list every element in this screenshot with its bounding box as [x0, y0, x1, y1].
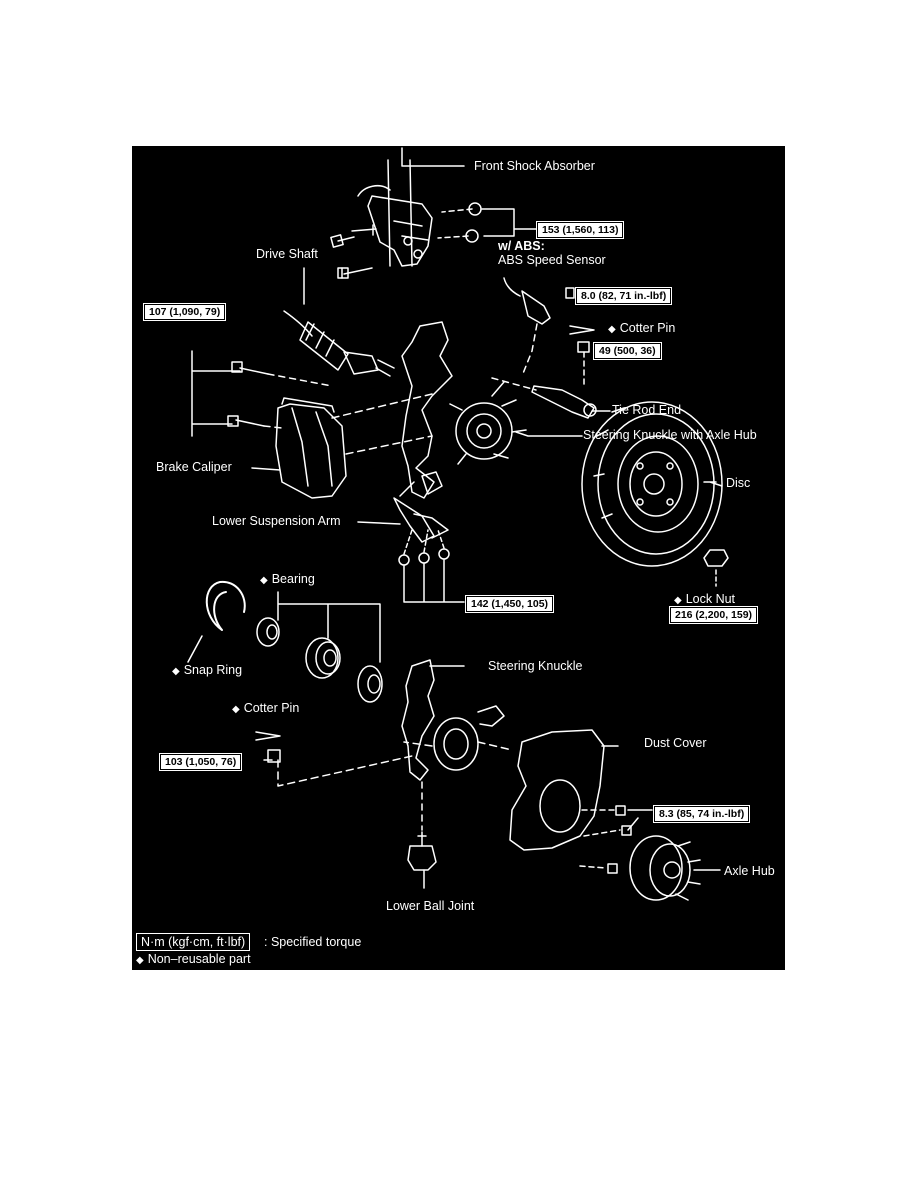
label-lock-nut: ◆Lock Nut	[674, 592, 736, 606]
torque-brake-caliper: 107 (1,090, 79)	[142, 303, 227, 321]
brake-caliper-drawing	[251, 397, 347, 499]
disc-drawing	[581, 401, 723, 567]
label-front-shock-absorber: Front Shock Absorber	[474, 159, 595, 173]
label-cotter-pin-bottom: ◆Cotter Pin	[232, 701, 300, 715]
label-bearing: ◆Bearing	[260, 572, 315, 586]
torque-abs-sensor: 8.0 (82, 71 in.-lbf)	[574, 287, 673, 305]
label-lower-ball-joint: Lower Ball Joint	[386, 899, 475, 913]
dust-cover-drawing	[509, 729, 619, 851]
label-disc: Disc	[726, 476, 751, 490]
label-steering-knuckle: Steering Knuckle	[488, 659, 583, 673]
label-abs-speed-sensor: ABS Speed Sensor	[498, 253, 606, 267]
legend-non-reusable: ◆Non–reusable part	[136, 952, 251, 966]
torque-tie-rod: 49 (500, 36)	[593, 342, 662, 360]
drive-shaft-drawing	[283, 267, 395, 377]
legend-torque-units: N·m (kgf·cm, ft·lbf)	[136, 933, 251, 951]
non-reusable-marker: ◆	[608, 324, 616, 335]
label-dust-cover: Dust Cover	[644, 736, 707, 750]
steering-knuckle-drawing	[401, 659, 505, 781]
label-drive-shaft: Drive Shaft	[256, 247, 318, 261]
torque-dust-cover: 8.3 (85, 74 in.-lbf)	[652, 805, 751, 823]
label-lower-suspension-arm: Lower Suspension Arm	[212, 514, 341, 528]
torque-lower-arm: 142 (1,450, 105)	[464, 595, 555, 613]
legend-torque-desc: : Specified torque	[264, 935, 362, 949]
label-snap-ring: ◆Snap Ring	[172, 663, 243, 677]
torque-shock-absorber: 153 (1,560, 113)	[535, 221, 625, 239]
shock-absorber-drawing	[357, 147, 465, 267]
label-tie-rod-end: Tie Rod End	[612, 403, 682, 417]
label-cotter-pin-top: ◆Cotter Pin	[608, 321, 676, 335]
label-brake-caliper: Brake Caliper	[156, 460, 232, 474]
label-steering-knuckle-axle-hub: Steering Knuckle with Axle Hub	[583, 428, 757, 442]
exploded-diagram: Front Shock Absorber 153 (1,560, 113) w/…	[132, 146, 785, 970]
label-axle-hub: Axle Hub	[724, 864, 775, 878]
label-w-abs: w/ ABS:	[498, 239, 545, 253]
diagram-artwork	[187, 147, 729, 901]
torque-knuckle-nut: 103 (1,050, 76)	[158, 753, 243, 771]
axle-hub-drawing	[629, 835, 721, 901]
knuckle-hub-drawing	[401, 321, 527, 499]
torque-lock-nut: 216 (2,200, 159)	[668, 606, 759, 624]
